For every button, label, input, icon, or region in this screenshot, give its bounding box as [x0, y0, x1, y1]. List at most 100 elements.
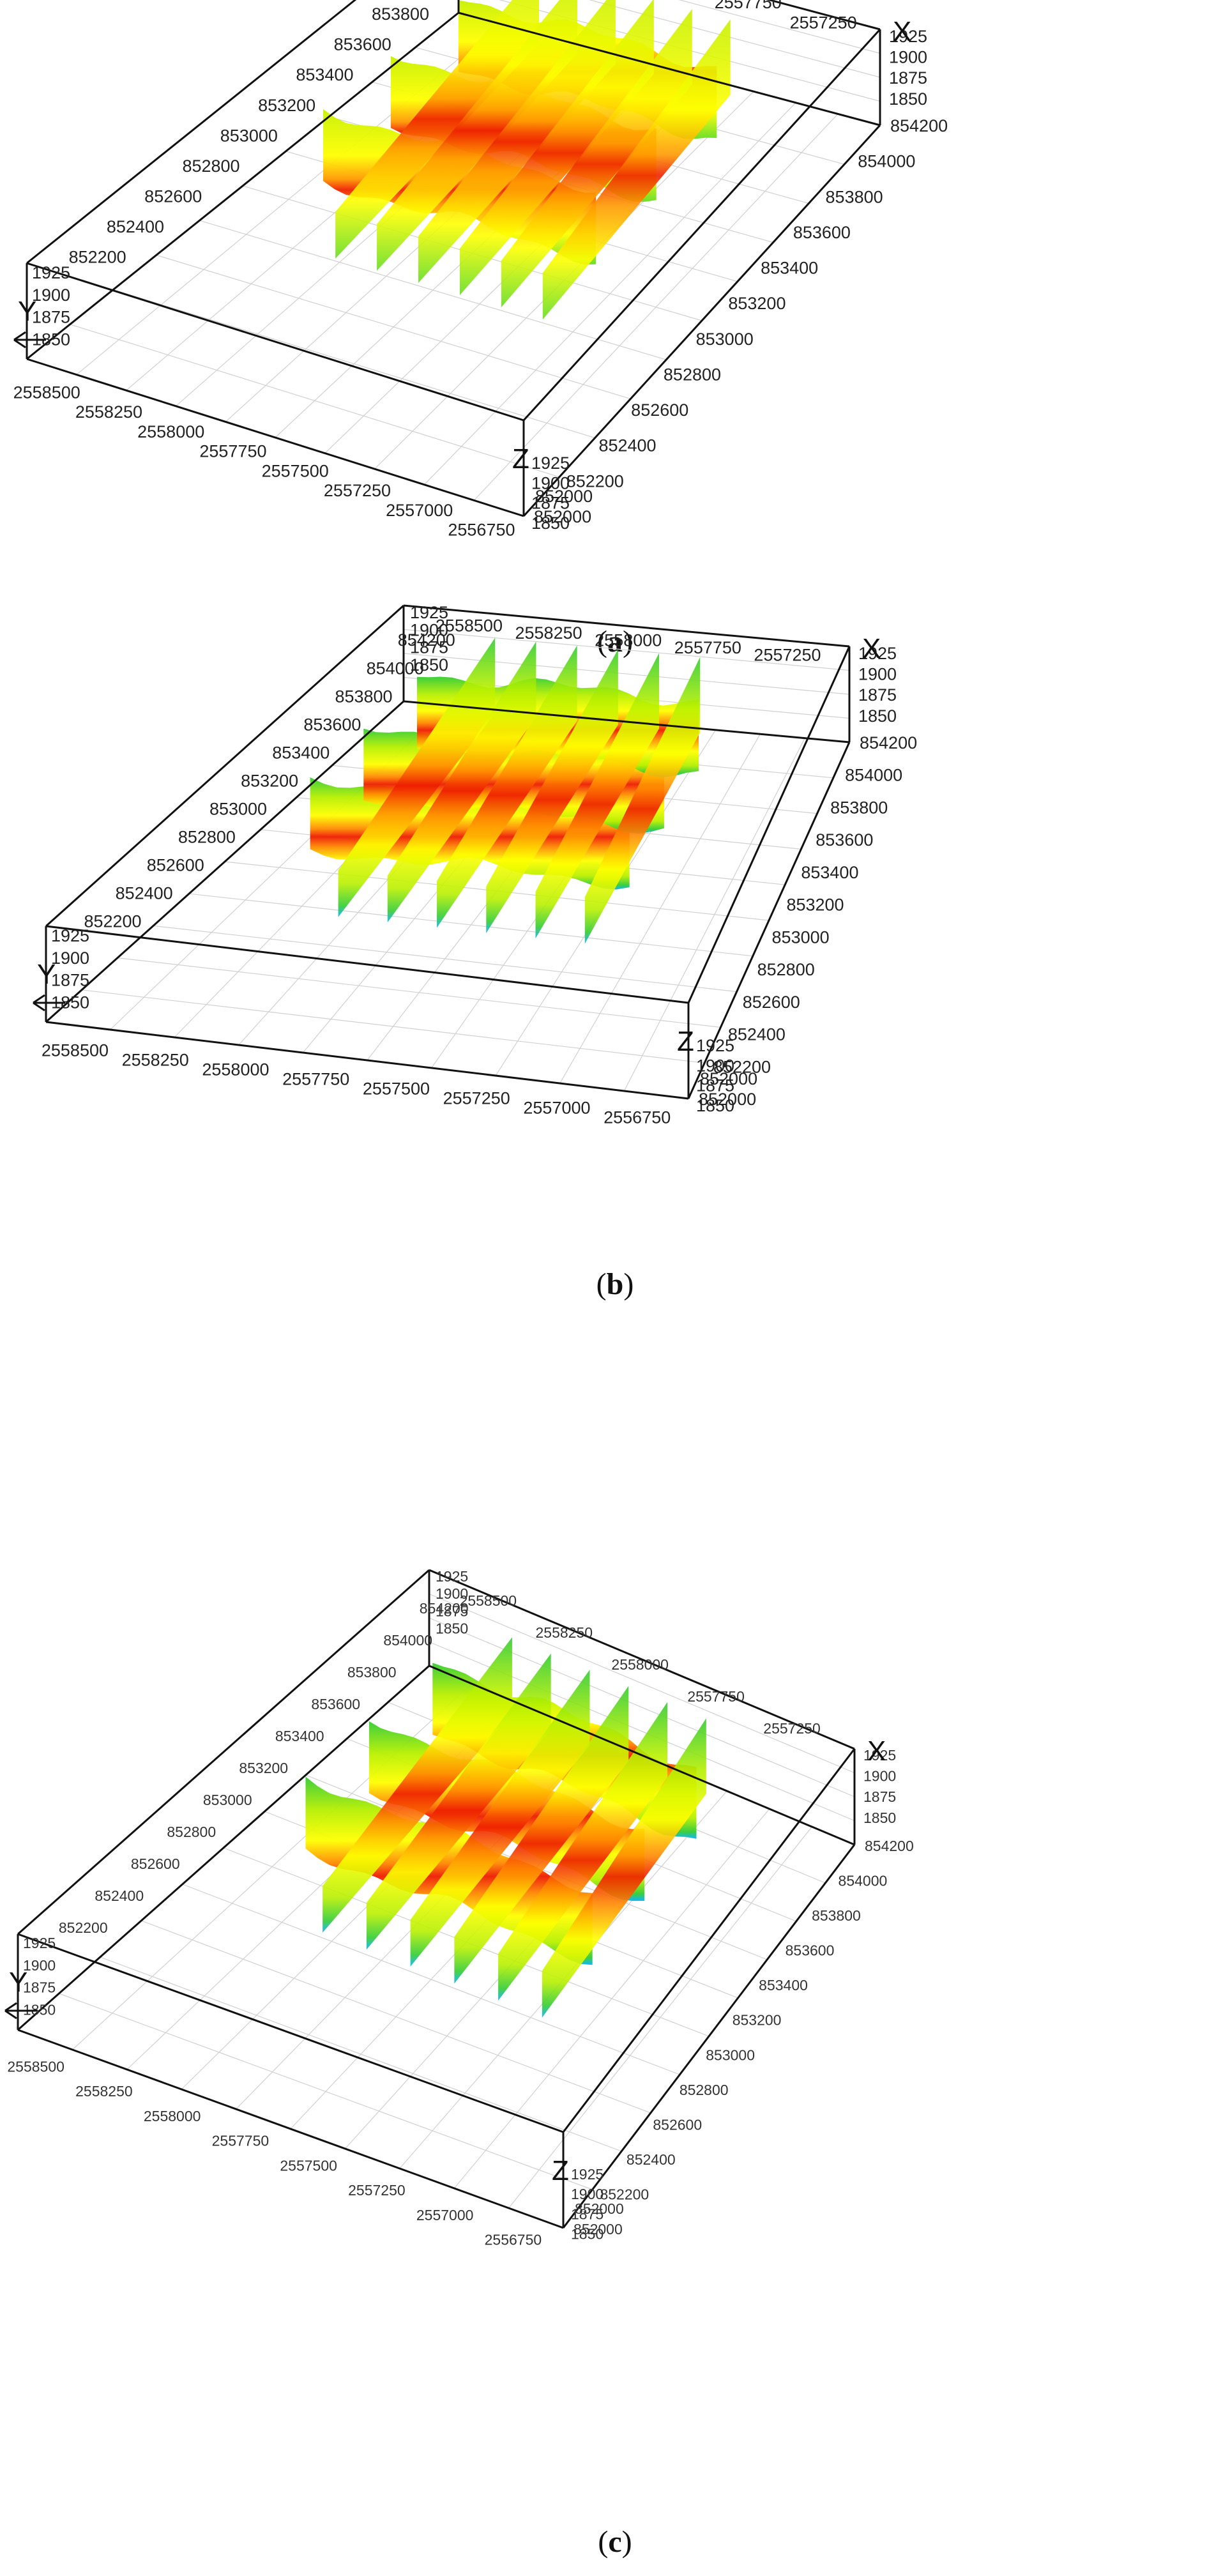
z-tick-label: 1875 — [436, 1603, 468, 1619]
z-tick-label: 1925 — [863, 1747, 896, 1764]
box-edge — [687, 646, 851, 1003]
y-tick-label: 853000 — [706, 2046, 755, 2063]
transverse-wall — [418, 0, 616, 284]
top-y-tick-label: 852600 — [131, 1856, 180, 1872]
box-edge — [26, 358, 524, 517]
x-tick-label: 2557000 — [523, 1099, 590, 1118]
z-tick-label: 1875 — [410, 638, 448, 657]
grid-line — [403, 629, 850, 671]
grid-line — [403, 653, 850, 695]
top-y-tick-label: 852600 — [144, 187, 202, 206]
y-tick-label: 852600 — [743, 993, 800, 1012]
transverse-wall — [584, 657, 701, 944]
grid-line — [423, 102, 796, 485]
box-edge — [45, 700, 405, 1023]
caption-letter: a — [607, 625, 623, 659]
corner-tick-label: 852000 — [535, 487, 593, 506]
box-edge — [45, 604, 405, 927]
x-tick-label: 2558250 — [75, 2083, 133, 2100]
top-x-tick-label: 2558500 — [460, 1592, 517, 1609]
grid-line — [453, 1808, 770, 2189]
box-edge — [26, 11, 459, 360]
z-tick-label: 1850 — [889, 89, 927, 109]
top-y-tick-label: 852800 — [167, 1824, 216, 1840]
bounding-box — [26, 0, 881, 517]
y-tick-label: 853800 — [826, 187, 883, 206]
box-edge — [45, 1021, 689, 1100]
top-y-tick-label: 853000 — [203, 1792, 252, 1808]
box-edge — [17, 1933, 564, 2133]
y-tick-label: 853800 — [830, 798, 888, 817]
z-tick-label: 1925 — [23, 1935, 56, 1951]
x-axis-letter: X — [867, 1735, 886, 1767]
caption-close: ) — [623, 1267, 634, 1301]
y-tick-label: 852400 — [626, 2151, 676, 2168]
x-tick-label: 2557250 — [324, 481, 391, 500]
top-x-tick-label: 2557250 — [790, 13, 857, 32]
y-tick-label: 853600 — [793, 223, 851, 242]
y-tick-label: 852200 — [566, 471, 624, 491]
z-tick-label: 1900 — [889, 48, 927, 67]
box-edge — [26, 0, 357, 264]
x-tick-label: 2557750 — [282, 1070, 349, 1089]
caption-open: ( — [597, 625, 607, 659]
box-edge — [562, 1844, 856, 2229]
y-tick-label: 852800 — [757, 960, 815, 979]
box-edge — [403, 604, 850, 648]
x-tick-label: 2557750 — [212, 2133, 270, 2149]
top-y-tick-label: 852600 — [147, 856, 204, 875]
surface-walls — [310, 637, 701, 944]
y-tick-label: 854200 — [860, 733, 917, 752]
y-tick-label: 853000 — [696, 330, 754, 349]
y-axis-arrow — [13, 331, 46, 349]
top-y-tick-label: 854200 — [398, 630, 455, 650]
z-tick-label: 1850 — [436, 1620, 468, 1637]
top-y-tick-label: 852400 — [95, 1887, 144, 1904]
caption-open: ( — [598, 2525, 608, 2559]
bounding-box — [45, 604, 851, 1100]
z-tick-label: 1850 — [571, 2226, 604, 2243]
z-tick-label: 1850 — [410, 655, 448, 674]
y-tick-label: 853200 — [728, 294, 786, 313]
z-tick-label: 1900 — [858, 665, 897, 684]
box-edge — [429, 1569, 855, 1750]
y-tick-label: 854000 — [845, 766, 902, 785]
x-tick-label: 2557000 — [416, 2207, 474, 2223]
caption-letter: b — [607, 1267, 624, 1301]
x-tick-label: 2557000 — [386, 501, 453, 520]
z-tick-label: 1900 — [23, 1957, 56, 1974]
z-tick-label: 1900 — [571, 2186, 604, 2202]
top-y-tick-label: 853600 — [334, 35, 391, 54]
y-tick-label: 852000 — [573, 2221, 623, 2237]
z-tick-label: 1900 — [51, 949, 89, 968]
top-y-tick-label: 852800 — [178, 827, 236, 846]
z-axis-letter: Z — [677, 1026, 694, 1057]
y-tick-label: 852600 — [631, 400, 688, 420]
transverse-wall — [486, 649, 618, 933]
x-tick-label: 2558000 — [137, 422, 204, 441]
z-tick-label: 1875 — [696, 1076, 734, 1095]
box-edge — [26, 262, 524, 422]
box-edge — [687, 742, 851, 1099]
caption-close: ) — [622, 2525, 632, 2559]
y-axis-letter: Y — [37, 959, 56, 990]
box-edge — [17, 1665, 430, 2031]
top-x-tick-label: 2558250 — [536, 1624, 593, 1641]
y-tick-label: 852400 — [728, 1025, 786, 1044]
panel-caption: (a) — [597, 625, 633, 659]
y-tick-label: 852800 — [664, 365, 721, 384]
x-tick-label: 2557500 — [363, 1079, 430, 1099]
x-tick-label: 2558250 — [75, 402, 142, 422]
top-x-tick-label: 2558250 — [515, 623, 582, 643]
z-tick-label: 1925 — [436, 1568, 468, 1585]
y-tick-label: 853200 — [786, 896, 844, 915]
z-tick-label: 1875 — [858, 685, 897, 705]
top-y-tick-label: 852200 — [84, 912, 141, 931]
z-tick-label: 1900 — [436, 1585, 468, 1602]
top-x-tick-label: 2557750 — [674, 638, 741, 657]
y-tick-label: 852200 — [713, 1057, 771, 1076]
corner-tick-label: 852000 — [700, 1069, 757, 1088]
transverse-wall — [410, 1670, 590, 1967]
